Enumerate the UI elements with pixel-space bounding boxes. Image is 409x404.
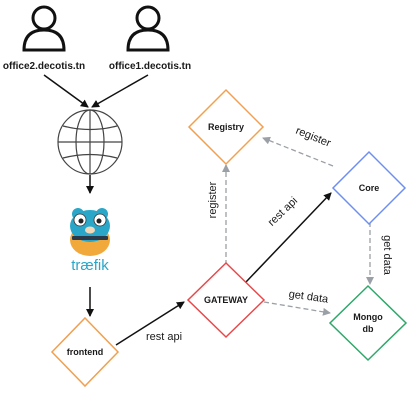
edge-label-frontend-gateway: rest api [146, 331, 182, 343]
edge-label-gateway-core: rest api [266, 195, 300, 229]
user-icon-office1 [126, 5, 170, 52]
traefik-logo-icon [70, 208, 110, 256]
edge-office1-to-internet [91, 74, 149, 108]
edge-core-to-registry [262, 136, 334, 167]
user-icon-office2 [22, 5, 66, 52]
edge-frontend-to-gateway [115, 301, 185, 346]
globe-icon [57, 109, 123, 175]
registry-node-label: Registry [208, 122, 244, 132]
gateway-node-label: GATEWAY [204, 295, 248, 305]
edge-label-core-mongo: get data [381, 235, 393, 276]
traefik-label: træfik [71, 257, 109, 274]
core-node [331, 150, 407, 226]
edge-gateway-to-core [245, 192, 332, 283]
registry-node [187, 88, 265, 166]
user-label-office2: office2.decotis.tn [3, 61, 85, 72]
edge-office2-to-internet [43, 74, 89, 108]
user-label-office1: office1.decotis.tn [109, 61, 191, 72]
mongo-node [328, 284, 408, 362]
gateway-node [186, 261, 266, 339]
edge-label-gateway-registry: register [207, 181, 219, 218]
frontend-node [50, 316, 120, 388]
mongo-node-label-line1: Mongo [353, 312, 383, 322]
core-node-label: Core [359, 183, 380, 193]
edge-label-gateway-mongo: get data [288, 288, 330, 306]
mongo-node-label-line2: db [363, 324, 374, 334]
edge-label-core-registry: register [294, 125, 333, 150]
edge-gateway-to-mongo [263, 301, 331, 316]
frontend-node-label: frontend [67, 347, 104, 357]
